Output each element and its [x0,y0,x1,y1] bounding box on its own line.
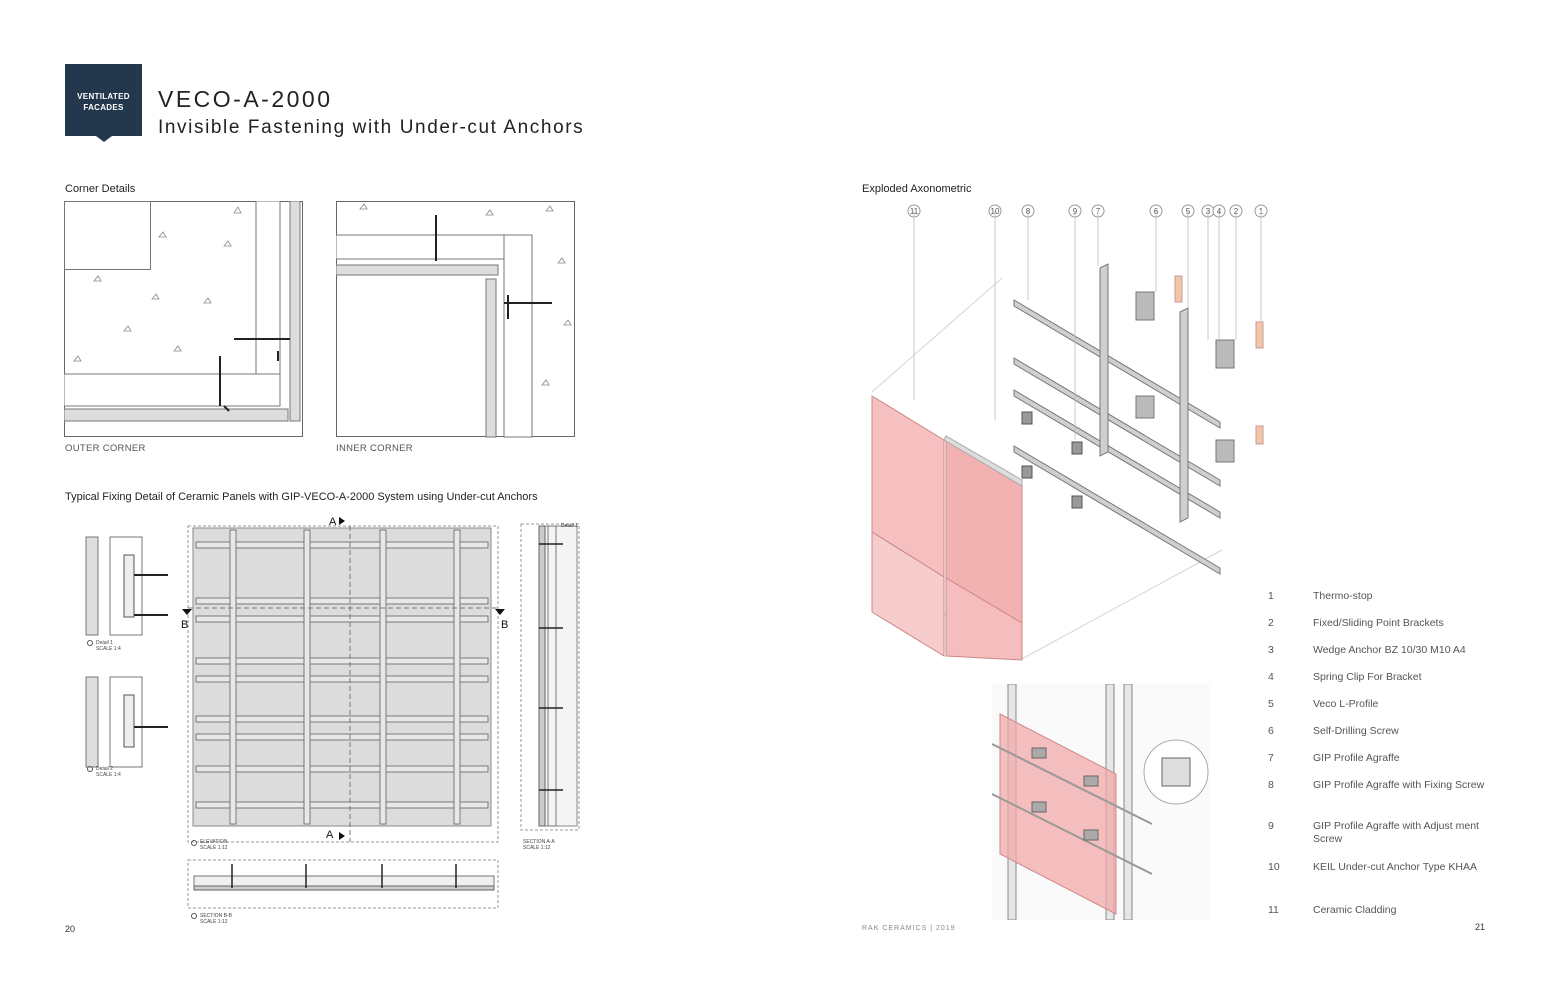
elevation-rail [195,541,489,549]
badge-line-1: VENTILATED [77,92,130,101]
elevation-profile [229,529,237,825]
legend-text: Self-Drilling Screw [1313,725,1399,737]
section-b-right: B [501,619,509,631]
elevation-rail [195,615,489,623]
fixing-detail-heading: Typical Fixing Detail of Ceramic Panels … [65,491,538,503]
legend-item: 9 GIP Profile Agraffe with Adjust ment Sc… [1268,820,1493,846]
legend-number: 3 [1268,644,1274,656]
legend-item: 4 Spring Clip For Bracket [1268,671,1493,684]
elevation-rail [195,733,489,741]
elevation-profile [453,529,461,825]
elevation-rail [195,715,489,723]
section-a-top: A [329,516,337,528]
legend-number: 8 [1268,779,1274,791]
section-a-bottom: A [326,829,334,841]
corner-details-heading: Corner Details [65,183,136,195]
elevation-label: ELEVATION SCALE 1:12 [200,839,228,851]
elevation-profile [379,529,387,825]
agraffes [1021,411,1083,509]
page-title: VECO-A-2000 [158,86,333,112]
legend-text: Thermo-stop [1313,590,1373,602]
outer-corner-caption: OUTER CORNER [65,443,146,454]
elevation-rail [195,801,489,809]
legend-item: 10 KEIL Under-cut Anchor Type KHAA [1268,861,1493,874]
elevation-rail [195,597,489,605]
detail2-label: Detail 2 SCALE 1:4 [96,766,121,778]
section-b-left: B [181,619,189,631]
legend-item: 1 Thermo-stop [1268,590,1493,603]
legend-text: Veco L-Profile [1313,698,1379,710]
legend-number: 5 [1268,698,1274,710]
legend-item: 2 Fixed/Sliding Point Brackets [1268,617,1493,630]
section-bb-label: SECTION B-B SCALE 1:12 [200,913,232,925]
legend-number: 11 [1268,904,1279,916]
detail-perspective-drawing [992,684,1210,920]
page-number-right: 21 [1475,922,1486,932]
detail1-label: Detail 1 SCALE 1:4 [96,640,121,652]
legend-text: GIP Profile Agraffe with Adjust ment Scr… [1313,820,1479,845]
axonometric-heading: Exploded Axonometric [862,183,972,195]
elevation-drawing [182,517,505,846]
legend-number: 9 [1268,820,1274,832]
legend-number: 7 [1268,752,1274,764]
detail-drawings [85,536,168,772]
page-subtitle: Invisible Fastening with Under-cut Ancho… [158,117,585,138]
elevation-rail [195,657,489,665]
legend-item: 8 GIP Profile Agraffe with Fixing Screw [1268,779,1493,792]
section-aa-tag: Detail 1 [561,523,578,529]
ceramic-cladding-panels [871,395,1023,661]
badge-line-2: FACADES [83,103,124,112]
legend-number: 6 [1268,725,1274,737]
footer-brand: RAK CERAMICS | 2019 [862,925,956,932]
legend-text: Fixed/Sliding Point Brackets [1313,617,1444,629]
elevation-profile [303,529,311,825]
concrete-hatch [73,206,242,362]
legend-number: 2 [1268,617,1274,629]
legend-text: Spring Clip For Bracket [1313,671,1422,683]
legend-item: 7 GIP Profile Agraffe [1268,752,1493,765]
legend-text: GIP Profile Agraffe with Fixing Screw [1313,779,1485,791]
legend-text: Wedge Anchor BZ 10/30 M10 A4 [1313,644,1466,656]
legend-text: GIP Profile Agraffe [1313,752,1400,764]
legend-number: 4 [1268,671,1274,683]
inner-corner-caption: INNER CORNER [336,443,413,454]
elevation-rail [195,765,489,773]
section-aa-drawing [520,523,580,831]
page-number-left: 20 [65,924,76,934]
section-bb-drawing [187,859,499,919]
legend-item: 3 Wedge Anchor BZ 10/30 M10 A4 [1268,644,1493,657]
legend-item: 11 Ceramic Cladding [1268,904,1493,917]
inner-corner-drawing [336,201,575,438]
section-badge: VENTILATED FACADES [65,64,142,142]
outer-corner-drawing [64,201,303,437]
legend-item: 6 Self-Drilling Screw [1268,725,1493,738]
legend-text: Ceramic Cladding [1313,904,1397,916]
legend-number: 10 [1268,861,1280,873]
thermo-stops [1174,275,1264,445]
legend-item: 5 Veco L-Profile [1268,698,1493,711]
section-aa-label: SECTION A-A SCALE 1:12 [523,839,555,851]
brackets [1135,291,1235,463]
elevation-rail [195,675,489,683]
legend-text: KEIL Under-cut Anchor Type KHAA [1313,861,1478,873]
legend-number: 1 [1268,590,1274,602]
rails [1013,263,1221,575]
